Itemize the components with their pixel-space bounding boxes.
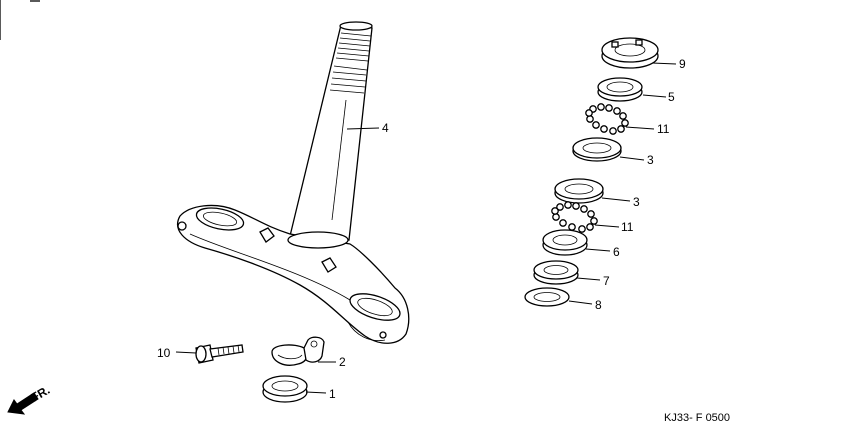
callout-10: 10 [157, 346, 171, 360]
adjusting-nut-part [597, 77, 643, 102]
bearing-race-upper [572, 137, 622, 162]
callout-1: 1 [329, 387, 336, 401]
callout-11a: 11 [657, 122, 670, 136]
callout-11b: 11 [621, 220, 634, 234]
callout-9: 9 [679, 57, 686, 71]
bolt-part [195, 344, 244, 364]
callout-8: 8 [595, 298, 602, 312]
callout-3b: 3 [633, 195, 640, 209]
stem-nut-part [601, 37, 659, 69]
callout-5: 5 [668, 90, 675, 104]
callout-labels: 9 5 11 3 4 3 11 6 7 8 10 2 1 [157, 57, 686, 401]
front-direction-arrow: FR. [7, 383, 52, 415]
steering-stem-part [177, 21, 410, 344]
dust-washer-part [524, 287, 570, 307]
dust-seal-part [533, 260, 579, 285]
callout-6: 6 [613, 245, 620, 259]
callout-3a: 3 [647, 153, 654, 167]
steel-ball-ring-lower [551, 201, 598, 233]
bearing-race-lower [554, 178, 604, 204]
callout-7: 7 [603, 274, 610, 288]
callout-4: 4 [382, 121, 389, 135]
lower-seal-part [262, 375, 308, 403]
bottom-cone-race-part [542, 229, 588, 256]
corner-marks [0, 0, 40, 40]
callout-2: 2 [339, 355, 346, 369]
diagram-code: KJ33- F 0500 [664, 412, 730, 424]
steel-ball-ring-upper [585, 103, 629, 135]
leader-lines [175, 62, 677, 394]
cable-guide-part [271, 336, 325, 366]
